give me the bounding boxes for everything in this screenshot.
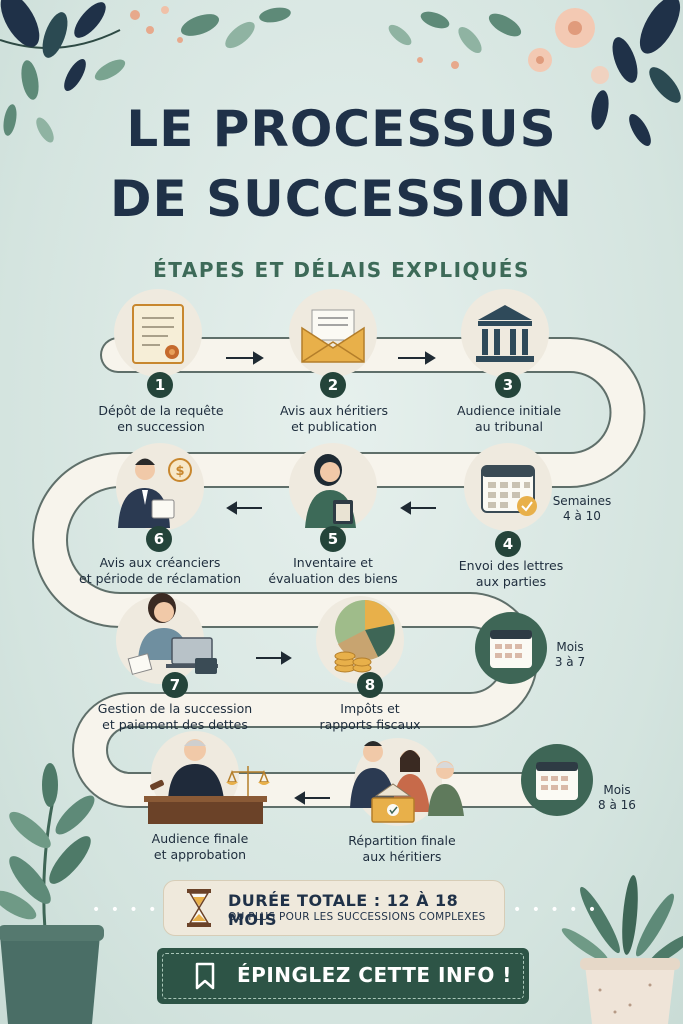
step-label-6-line-1: Avis aux créanciers: [99, 555, 221, 570]
potted-plant-left: [0, 763, 104, 1024]
step-label-10-line-1: Audience finale: [151, 831, 249, 846]
dots-decoration-left: • • • • •: [92, 902, 179, 918]
step-number-2: 2: [320, 372, 346, 398]
step-label-1: Dépôt de la requête en succession: [76, 403, 246, 435]
potted-plant-right: [561, 875, 683, 1024]
pin-this-button[interactable]: ÉPINGLEZ CETTE INFO !: [157, 948, 529, 1004]
step-label-9-line-1: Répartition finale: [348, 833, 456, 848]
total-duration-box: DURÉE TOTALE : 12 À 18 MOIS OU PLUS POUR…: [163, 880, 505, 936]
pin-button-border: [162, 953, 524, 999]
step-label-3: Audience initiale au tribunal: [424, 403, 594, 435]
woman-laptop-icon: [127, 593, 218, 675]
leaf-decoration-top-left: [0, 0, 291, 143]
step-label-1-line-1: Dépôt de la requête: [98, 403, 224, 418]
step-label-5: Inventaire et évaluation des biens: [248, 555, 418, 587]
calendar-check-icon: [481, 465, 537, 516]
step-number-5: 5: [320, 526, 346, 552]
dots-decoration-right: • • • • •: [513, 902, 600, 918]
step-label-9: Répartition finale aux héritiers: [317, 833, 487, 865]
step-label-3-line-2: au tribunal: [475, 419, 543, 434]
step-number-4: 4: [495, 531, 521, 557]
step-label-4: Envoi des lettres aux parties: [426, 558, 596, 590]
duration-label-2: Mois 3 à 7: [550, 640, 590, 670]
pin-button-label: ÉPINGLEZ CETTE INFO !: [237, 963, 512, 987]
step-label-5-line-1: Inventaire et: [293, 555, 373, 570]
step-label-2-line-2: et publication: [291, 419, 377, 434]
step-label-1-line-2: en succession: [117, 419, 205, 434]
step-label-3-line-1: Audience initiale: [456, 403, 562, 418]
step-label-5-line-2: évaluation des biens: [268, 571, 398, 586]
step-label-6-line-2: et période de réclamation: [79, 571, 241, 586]
page-title-line-2: DE SUCCESSION: [110, 170, 573, 228]
step-label-2-line-1: Avis aux héritiers: [279, 403, 389, 418]
step-number-3: 3: [495, 372, 521, 398]
step-label-8-line-2: rapports fiscaux: [319, 717, 421, 732]
step-label-4-line-1: Envoi des lettres: [458, 558, 564, 573]
step-label-6: Avis aux créanciers et période de réclam…: [70, 555, 250, 587]
total-duration-text: DURÉE TOTALE : 12 À 18 MOIS: [228, 891, 459, 929]
duration-label-2-line-1: Mois: [556, 640, 584, 654]
duration-label-3-line-2: 8 à 16: [598, 798, 636, 812]
step-label-7-line-1: Gestion de la succession: [97, 701, 253, 716]
duration-label-1: Semaines 4 à 10: [552, 494, 612, 524]
step-label-10: Audience finale et approbation: [115, 831, 285, 863]
page-subtitle: ÉTAPES ET DÉLAIS EXPLIQUÉS: [153, 258, 530, 282]
woman-clipboard-icon: [305, 454, 356, 528]
step-number-1: 1: [147, 372, 173, 398]
duration-label-1-line-2: 4 à 10: [563, 509, 601, 523]
bookmark-icon: [195, 962, 215, 990]
document-seal-icon: [132, 304, 184, 364]
step-label-8-line-1: Impôts et: [340, 701, 400, 716]
step-label-4-line-2: aux parties: [475, 574, 547, 589]
courthouse-icon: [476, 305, 534, 362]
family-house-icon: [350, 741, 464, 823]
duration-calendar-icon-1: [475, 612, 547, 684]
step-label-7: Gestion de la succession et paiement des…: [90, 701, 260, 733]
process-path: [32, 337, 646, 808]
step-number-7: 7: [162, 672, 188, 698]
step-label-8: Impôts et rapports fiscaux: [285, 701, 455, 733]
judge-scales-icon: [144, 739, 270, 824]
hourglass-icon: [187, 889, 211, 927]
leaf-decoration-top-right: [388, 0, 681, 146]
step-label-2: Avis aux héritiers et publication: [249, 403, 419, 435]
page-title-line-1: LE PROCESSUS: [126, 100, 557, 158]
pie-chart-coins-icon: [334, 600, 395, 673]
flow-arrows: [226, 351, 436, 805]
envelope-letter-icon: [301, 309, 365, 363]
step-number-8: 8: [357, 672, 383, 698]
step-number-6: 6: [146, 526, 172, 552]
duration-label-1-line-1: Semaines: [552, 494, 612, 508]
step-label-10-line-2: et approbation: [153, 847, 247, 862]
step-label-9-line-2: aux héritiers: [362, 849, 442, 864]
man-money-icon: $: [118, 458, 192, 528]
duration-label-3-line-1: Mois: [603, 783, 631, 797]
duration-label-2-line-2: 3 à 7: [554, 655, 586, 669]
svg-text:$: $: [175, 464, 184, 479]
duration-label-3: Mois 8 à 16: [596, 783, 638, 813]
duration-calendar-icon-2: [521, 744, 593, 816]
total-duration-subtext: OU PLUS POUR LES SUCCESSIONS COMPLEXES: [228, 911, 486, 923]
step-label-7-line-2: et paiement des dettes: [102, 717, 248, 732]
